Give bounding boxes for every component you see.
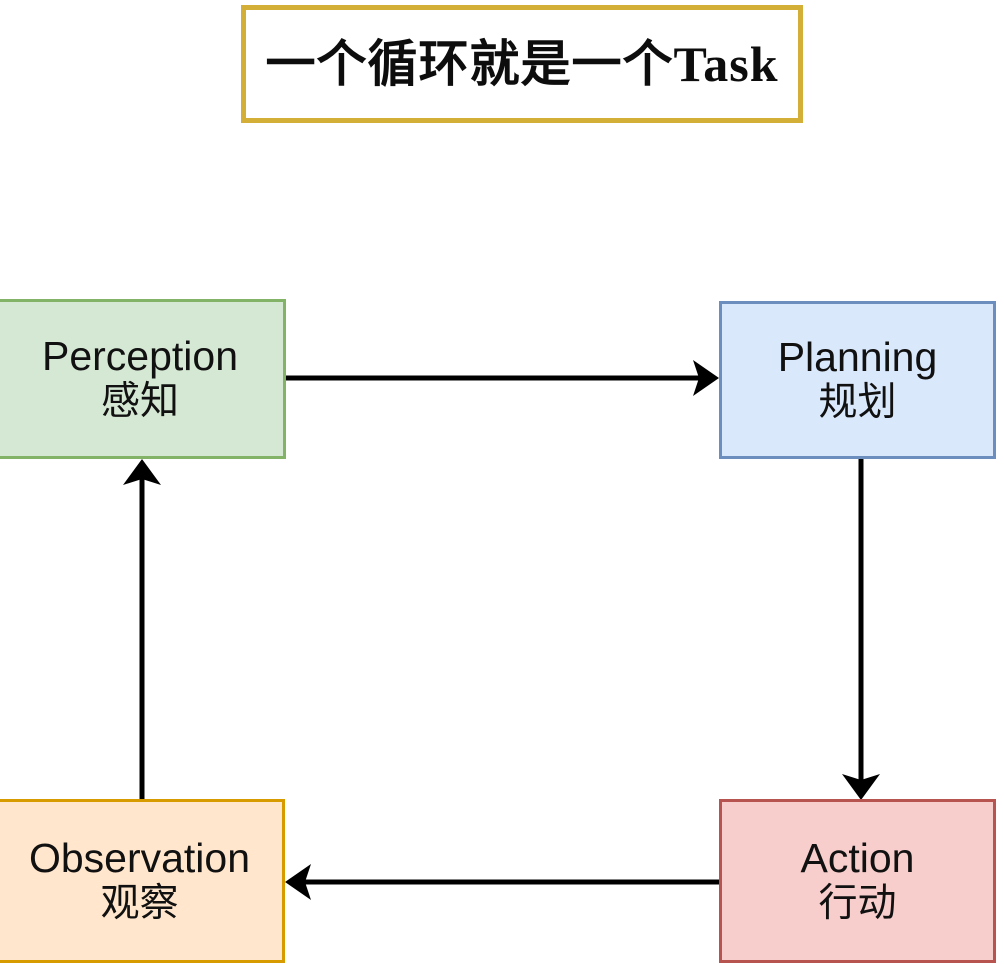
arrow-observation-to-perception xyxy=(123,459,161,799)
node-perception[interactable]: Perception 感知 xyxy=(0,299,286,459)
title-text: 一个循环就是一个Task xyxy=(265,36,779,92)
node-action-label-en: Action xyxy=(800,835,915,882)
title-banner: 一个循环就是一个Task xyxy=(241,5,803,123)
node-planning-label-en: Planning xyxy=(777,334,938,381)
node-planning[interactable]: Planning 规划 xyxy=(719,301,996,459)
arrow-planning-to-action xyxy=(842,459,880,800)
node-perception-label-zh: 感知 xyxy=(100,380,179,424)
node-action-label-zh: 行动 xyxy=(818,882,897,926)
node-observation-label-en: Observation xyxy=(28,835,251,882)
node-observation[interactable]: Observation 观察 xyxy=(0,799,285,963)
node-perception-label-en: Perception xyxy=(41,333,238,380)
arrow-action-to-observation xyxy=(285,864,719,900)
node-planning-label-zh: 规划 xyxy=(818,381,897,425)
arrow-perception-to-planning xyxy=(286,360,719,396)
node-action[interactable]: Action 行动 xyxy=(719,799,996,963)
node-observation-label-zh: 观察 xyxy=(100,882,179,926)
